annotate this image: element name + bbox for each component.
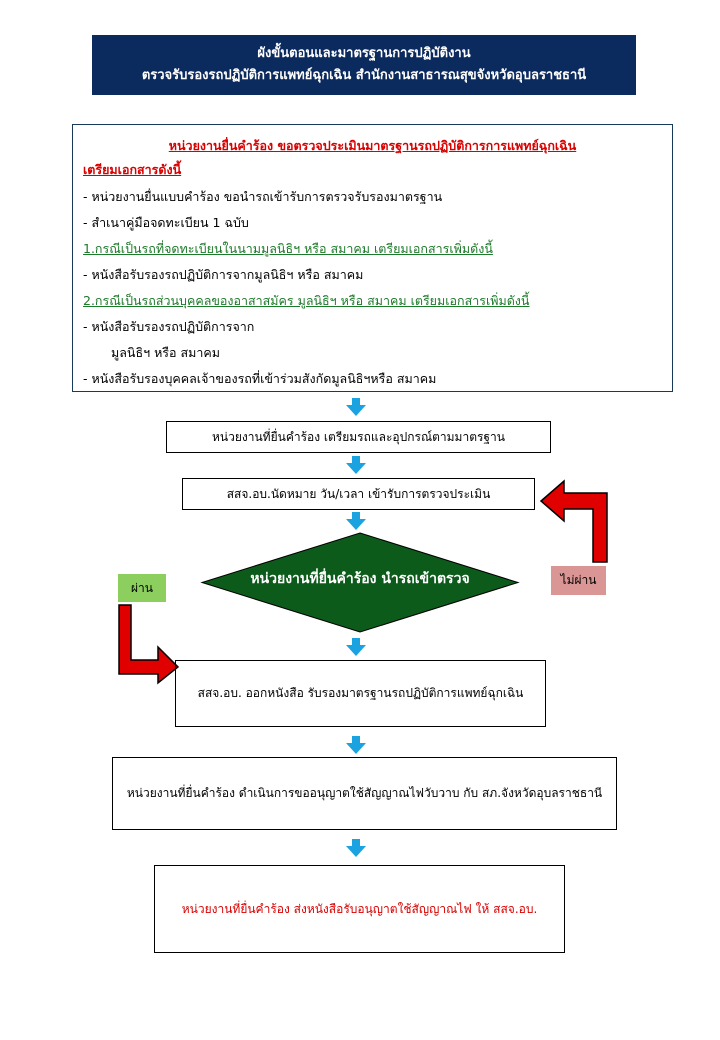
requirements-item-1: - หน่วยงานยื่นแบบคำร้อง ขอนำรถเข้ารับการ… — [83, 189, 443, 204]
requirements-item-2: - สำเนาคู่มือจดทะเบียน 1 ฉบับ — [83, 215, 249, 230]
requirements-box: หน่วยงานยื่นคำร้อง ขอตรวจประเมินมาตรฐานร… — [72, 124, 673, 392]
step-send-permit-label: หน่วยงานที่ยื่นคำร้อง ส่งหนังสือรับอนุญา… — [181, 901, 538, 916]
step-certificate: สสจ.อบ. ออกหนังสือ รับรองมาตรฐานรถปฏิบัต… — [175, 660, 546, 727]
pass-tag-label: ผ่าน — [131, 580, 153, 595]
pass-arrow-icon — [118, 604, 180, 685]
pass-tag: ผ่าน — [118, 574, 166, 602]
down-arrow-icon — [346, 512, 366, 530]
requirements-case-1-item: - หนังสือรับรองรถปฏิบัติการจากมูลนิธิฯ ห… — [83, 267, 364, 282]
decision-diamond — [200, 532, 520, 633]
fail-arrow-icon — [539, 479, 608, 563]
title-line-2: ตรวจรับรองรถปฏิบัติการแพทย์ฉุกเฉิน สำนัก… — [141, 68, 587, 83]
step-permit-request-label: หน่วยงานที่ยื่นคำร้อง ดำเนินการขออนุญาตใ… — [126, 786, 603, 800]
step-prepare-vehicle: หน่วยงานที่ยื่นคำร้อง เตรียมรถและอุปกรณ์… — [166, 421, 551, 453]
down-arrow-icon — [346, 839, 366, 857]
step-permit-request: หน่วยงานที่ยื่นคำร้อง ดำเนินการขออนุญาตใ… — [112, 757, 617, 830]
requirements-case-2-item-1a: - หนังสือรับรองรถปฏิบัติการจาก — [83, 319, 255, 334]
step-appointment-label: สสจ.อบ.นัดหมาย วัน/เวลา เข้ารับการตรวจปร… — [226, 486, 491, 501]
chart-title: ผังขั้นตอนและมาตรฐานการปฏิบัติงาน ตรวจรั… — [92, 35, 636, 95]
down-arrow-icon — [346, 456, 366, 474]
step-certificate-label: สสจ.อบ. ออกหนังสือ รับรองมาตรฐานรถปฏิบัต… — [197, 686, 524, 700]
down-arrow-icon — [346, 398, 366, 416]
title-line-1: ผังขั้นตอนและมาตรฐานการปฏิบัติงาน — [257, 46, 471, 61]
requirements-case-1: 1.กรณีเป็นรถที่จดทะเบียนในนามมูลนิธิฯ หร… — [83, 241, 493, 256]
fail-tag: ไม่ผ่าน — [551, 566, 606, 595]
down-arrow-icon — [346, 736, 366, 754]
down-arrow-icon — [346, 638, 366, 656]
fail-tag-label: ไม่ผ่าน — [560, 573, 597, 587]
step-prepare-vehicle-label: หน่วยงานที่ยื่นคำร้อง เตรียมรถและอุปกรณ์… — [211, 429, 505, 444]
requirements-prepare: เตรียมเอกสารดังนี้ — [83, 162, 182, 177]
decision-label: หน่วยงานที่ยื่นคำร้อง นำรถเข้าตรวจ — [250, 571, 470, 587]
requirements-heading: หน่วยงานยื่นคำร้อง ขอตรวจประเมินมาตรฐานร… — [168, 138, 577, 153]
requirements-case-2-item-2: - หนังสือรับรองบุคคลเจ้าของรถที่เข้าร่วม… — [83, 371, 437, 386]
step-appointment: สสจ.อบ.นัดหมาย วัน/เวลา เข้ารับการตรวจปร… — [182, 478, 535, 510]
requirements-case-2-item-1b: มูลนิธิฯ หรือ สมาคม — [111, 345, 220, 360]
step-send-permit: หน่วยงานที่ยื่นคำร้อง ส่งหนังสือรับอนุญา… — [154, 865, 565, 953]
requirements-case-2: 2.กรณีเป็นรถส่วนบุคคลของอาสาสมัคร มูลนิธ… — [83, 293, 530, 308]
